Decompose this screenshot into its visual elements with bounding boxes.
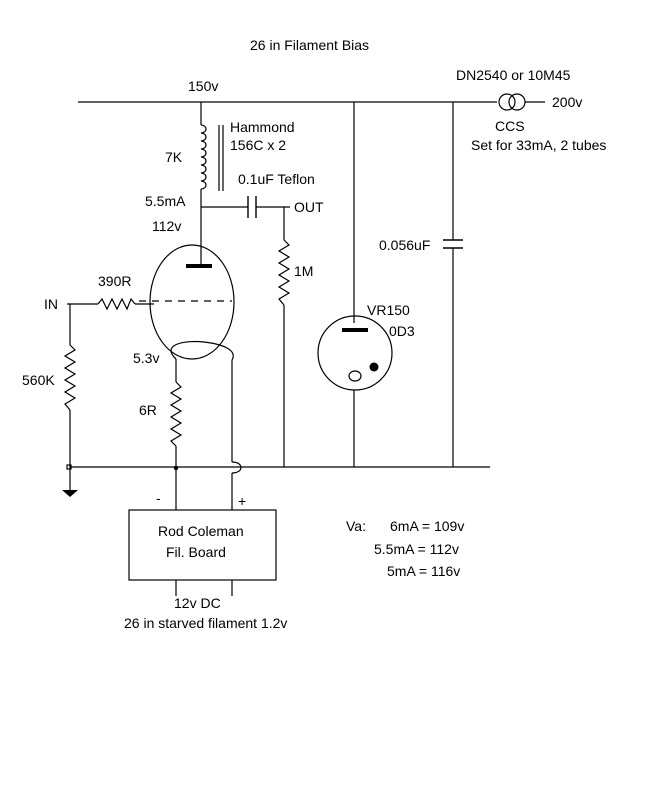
va-row: 6mA = 109v xyxy=(390,518,464,534)
anode-choke xyxy=(200,124,207,190)
grid-resistor xyxy=(63,344,77,411)
filament-crossover xyxy=(231,461,242,474)
choke-part-label: Hammond xyxy=(230,119,295,135)
bypass-capacitor xyxy=(443,239,463,249)
b-plus-label: 150v xyxy=(188,78,218,94)
ccs-part-label: DN2540 or 10M45 xyxy=(456,67,571,83)
choke-part-label: 156C x 2 xyxy=(230,137,286,153)
ground-node xyxy=(66,464,72,470)
regulator-label: VR150 xyxy=(367,302,410,318)
va-row: 5mA = 116v xyxy=(387,563,460,579)
grid-stopper-resistor xyxy=(97,297,136,311)
anode-voltage-label: 112v xyxy=(152,218,181,234)
regulator-label: 0D3 xyxy=(389,323,415,339)
grid-leak-resistor xyxy=(277,239,291,306)
ccs-input-voltage: 200v xyxy=(552,94,582,110)
grid-leak-label: 1M xyxy=(294,263,313,279)
filament-board-label: Rod Coleman xyxy=(158,523,244,539)
anode-current-label: 5.5mA xyxy=(145,193,186,209)
va-heading: Va: xyxy=(346,518,366,534)
filament-neg-terminal: - xyxy=(156,490,161,506)
ccs-label: CCS xyxy=(495,118,525,134)
ccs-symbol xyxy=(498,93,526,111)
va-row: 5.5mA = 112v xyxy=(374,541,459,557)
grid-resistor-label: 560K xyxy=(22,372,55,388)
bypass-cap-label: 0.056uF xyxy=(379,237,430,253)
cathode-resistor xyxy=(169,381,183,447)
coupling-cap-label: 0.1uF Teflon xyxy=(238,171,315,187)
filament-pos-terminal: + xyxy=(238,493,246,509)
coupling-capacitor xyxy=(247,196,257,218)
board-supply-label: 12v DC xyxy=(174,595,221,611)
cathode-resistor-label: 6R xyxy=(139,402,157,418)
ground-symbol xyxy=(62,490,78,497)
filament-board-box xyxy=(128,509,277,581)
diagram-title: 26 in Filament Bias xyxy=(250,37,369,53)
regulator-tube xyxy=(317,315,393,391)
filament-board-label: Fil. Board xyxy=(166,544,226,560)
input-label: IN xyxy=(44,296,58,312)
cathode-junction xyxy=(173,465,179,471)
grid-stopper-label: 390R xyxy=(98,273,131,289)
output-label: OUT xyxy=(294,199,324,215)
filament-note: 26 in starved filament 1.2v xyxy=(124,615,287,631)
cathode-voltage-label: 5.3v xyxy=(133,350,159,366)
triode-tube xyxy=(139,244,235,361)
choke-value-label: 7K xyxy=(165,149,183,165)
ccs-note: Set for 33mA, 2 tubes xyxy=(471,137,606,153)
